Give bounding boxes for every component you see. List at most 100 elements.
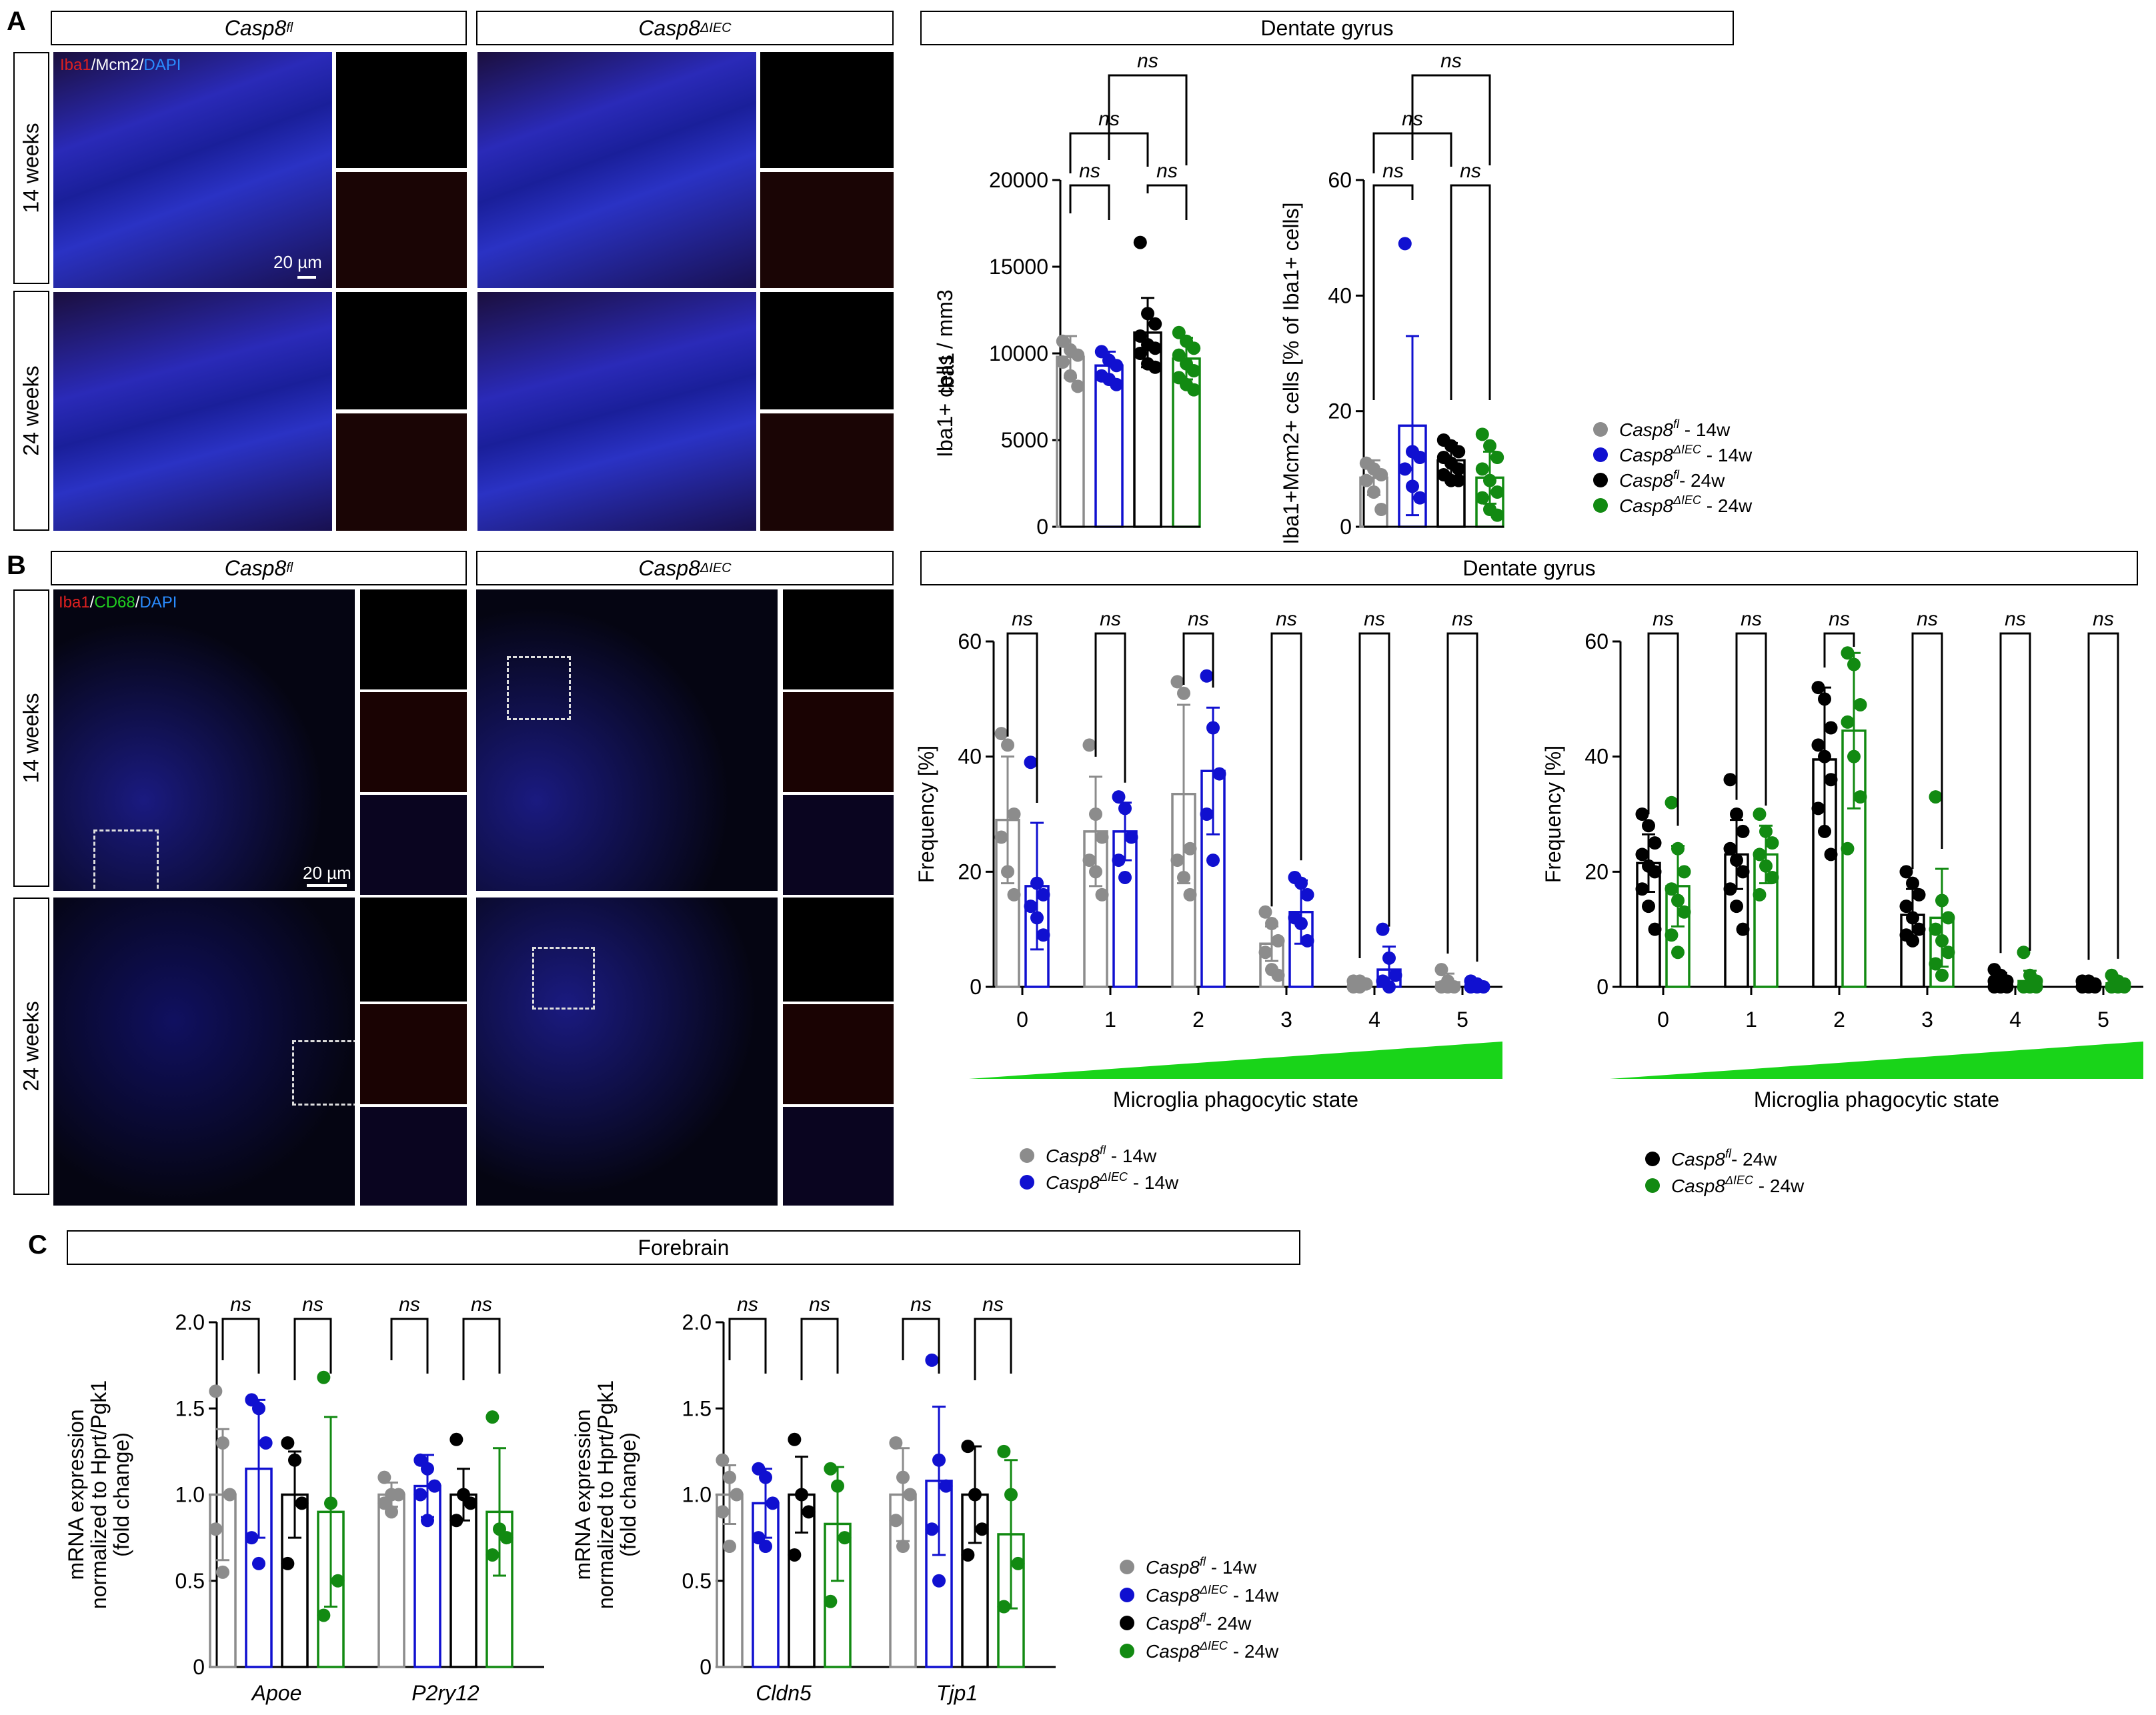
data-point-b14-g1-s1 [1124, 830, 1138, 844]
sig-bracket-a1-1 [1069, 184, 1110, 220]
y-tick-label-b14: 0 [970, 975, 982, 999]
y-axis-label-c1: (fold change) [109, 1432, 133, 1557]
data-point-a2-s3 [1490, 508, 1504, 522]
data-point-b24-g1-s1 [1765, 870, 1779, 884]
data-point-c2-g1-s1 [939, 1479, 953, 1493]
data-point-b14-g3-s0 [1258, 946, 1272, 960]
row-label-14w-b: 14 weeks [13, 589, 49, 887]
data-point-c1-g1-s1 [427, 1479, 441, 1493]
legend-marker-b24 [1645, 1152, 1660, 1166]
data-point-c1-g0-s3 [324, 1496, 337, 1510]
data-point-a1-s2 [1148, 360, 1162, 374]
data-point-a1-s2 [1133, 329, 1147, 343]
micrograph-b-ko-14w [476, 589, 778, 891]
data-point-a2-s3 [1475, 427, 1489, 441]
data-point-c2-g1-s0 [889, 1436, 903, 1450]
sig-label-a2-2: ns [1460, 160, 1481, 182]
x-category-label-c2: Cldn5 [756, 1681, 812, 1705]
y-axis-label-a1: Iba1+ cells / mm3 [933, 289, 957, 457]
sig-bracket-b24-g0 [1647, 632, 1679, 826]
x-tick-label-b24: 5 [2097, 1008, 2109, 1032]
data-point-a2-s0 [1374, 468, 1388, 481]
data-point-b24-g2-s0 [1818, 749, 1831, 763]
data-point-b24-g0-s0 [1635, 847, 1649, 862]
legend-label-c: Casp8ΔIEC - 24w [1146, 1639, 1279, 1662]
legend-label-a: Casp8fl- 24w [1619, 468, 1725, 491]
data-point-b24-g1-s1 [1759, 859, 1773, 873]
data-point-b24-g0-s0 [1635, 807, 1649, 821]
scale-bar-label-b: 20 µm [303, 863, 351, 883]
data-point-a1-s0 [1056, 334, 1070, 348]
data-point-b14-g1-s1 [1118, 801, 1132, 815]
data-point-c2-g1-s2 [975, 1522, 989, 1536]
data-point-b14-g1-s0 [1089, 807, 1102, 821]
y-tick-label-c2: 2.0 [682, 1310, 712, 1334]
data-point-c1-g1-s2 [463, 1496, 477, 1510]
data-point-c1-g1-s2 [449, 1432, 463, 1446]
sig-label-b14-g3: ns [1276, 608, 1297, 630]
data-point-b24-g2-s0 [1818, 692, 1831, 706]
data-point-c1-g1-s0 [377, 1470, 391, 1484]
sig-label-b24-g0: ns [1653, 608, 1674, 630]
micrograph-a-ctrl-14w-mcm2 [336, 52, 467, 168]
data-point-a2-s1 [1413, 451, 1427, 464]
data-point-a1-s0 [1056, 355, 1070, 369]
data-point-c2-g0-s3 [824, 1594, 838, 1608]
data-point-a2-s1 [1406, 479, 1419, 493]
legend-label-a: Casp8ΔIEC - 24w [1619, 493, 1753, 516]
data-point-b14-g2-s0 [1177, 686, 1190, 700]
data-point-b14-g0-s1 [1024, 900, 1038, 914]
sig-label-b14-g5: ns [1452, 608, 1473, 630]
data-point-a2-s2 [1452, 445, 1466, 459]
data-point-b14-g2-s1 [1206, 853, 1220, 868]
y-axis-label-a2: Iba1+Mcm2+ cells [% of Iba1+ cells] [1279, 202, 1303, 544]
row-label-24w-a: 24 weeks [13, 291, 49, 531]
data-point-c2-g0-s3 [824, 1462, 838, 1476]
data-point-b14-g5-s1 [1470, 980, 1484, 994]
sig-label-a2-1: ns [1382, 160, 1404, 182]
data-point-b24-g2-s1 [1847, 749, 1861, 763]
y-tick-label-c1: 2.0 [175, 1310, 205, 1334]
x-axis-label-b24: Microglia phagocytic state [1754, 1088, 1999, 1112]
sig-bracket-b24-g5 [2087, 632, 2119, 960]
data-point-a1-s1 [1110, 377, 1124, 391]
data-point-a2-s0 [1374, 503, 1388, 516]
sig-label-b14-g2: ns [1188, 608, 1209, 630]
sig-bracket-a2-1 [1372, 184, 1414, 400]
data-point-b14-g0-s0 [1001, 738, 1014, 752]
data-point-b24-g1-s0 [1736, 824, 1750, 838]
data-point-c1-g0-s3 [331, 1574, 345, 1588]
data-point-b14-g2-s0 [1177, 870, 1190, 884]
legend-label-a: Casp8fl - 14w [1619, 417, 1731, 440]
x-tick-label-b14: 4 [1368, 1008, 1380, 1032]
data-point-a2-s1 [1398, 237, 1412, 251]
legend-marker-a [1593, 447, 1608, 462]
data-point-c1-g1-s3 [499, 1531, 513, 1545]
data-point-c1-g0-s3 [317, 1370, 331, 1384]
sig-label-c2-g1-b: ns [982, 1294, 1004, 1316]
data-point-a1-s3 [1187, 383, 1201, 397]
data-point-b24-g0-s1 [1665, 928, 1679, 942]
data-point-b24-g0-s0 [1642, 900, 1655, 914]
micrograph-a-ko-14w-iba1 [760, 172, 894, 288]
data-point-c2-g0-s3 [838, 1531, 852, 1545]
y-tick-label-a2: 20 [1328, 399, 1352, 423]
data-point-b14-g1-s1 [1112, 853, 1126, 868]
data-point-a2-s3 [1475, 462, 1489, 476]
data-point-b14-g2-s0 [1183, 841, 1197, 855]
data-point-b24-g2-s1 [1847, 657, 1861, 671]
row-label-14w-a: 14 weeks [13, 52, 49, 284]
data-point-a1-s0 [1064, 369, 1077, 383]
x-tick-label-b24: 2 [1833, 1008, 1845, 1032]
y-axis-label-c2: normalized to Hprt/Pgk1 [594, 1380, 618, 1609]
data-point-b14-g4-s1 [1382, 951, 1396, 965]
sig-bracket-c1-g1-b [462, 1318, 501, 1380]
data-point-b14-g3-s0 [1271, 934, 1285, 948]
y-tick-label-c2: 0.5 [682, 1569, 712, 1593]
data-point-b14-g3-s1 [1294, 917, 1308, 931]
micrograph-b-ko-14w-merge [783, 795, 894, 895]
sig-label-a1-1: ns [1079, 160, 1100, 182]
x-axis-label-b14: Microglia phagocytic state [1113, 1088, 1358, 1112]
data-point-c2-g1-s2 [961, 1440, 975, 1454]
